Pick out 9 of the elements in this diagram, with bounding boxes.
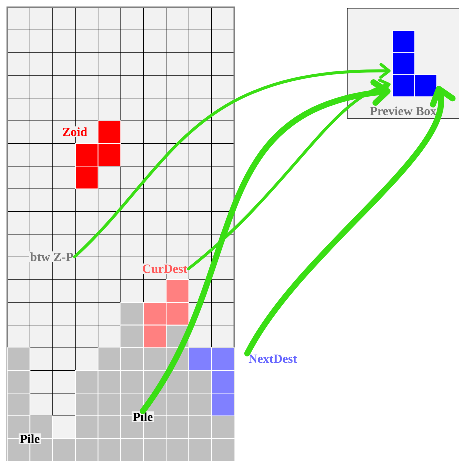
piece-label: Zoid bbox=[62, 126, 88, 138]
arrow bbox=[140, 80, 391, 414]
arrow bbox=[244, 86, 456, 357]
piece-label: NextDest bbox=[248, 354, 298, 364]
piece-label: btw Z-P bbox=[29, 252, 75, 262]
tetromino bbox=[392, 30, 438, 98]
arrow bbox=[187, 78, 391, 270]
arrow bbox=[73, 63, 391, 258]
pile-label: Pile bbox=[18, 434, 42, 444]
